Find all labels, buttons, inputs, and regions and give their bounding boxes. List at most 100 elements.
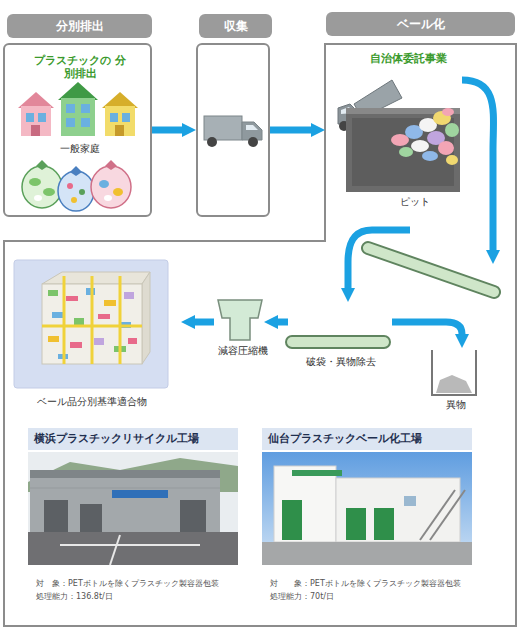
- stage-tab: ベール化: [326, 12, 515, 36]
- garbage-bag: [34, 195, 42, 201]
- stage-box: 収集: [196, 43, 270, 217]
- product-label: ベール品分別基準適合物: [11, 396, 173, 408]
- conveyor-belt: [368, 248, 494, 292]
- factory-photo: [282, 500, 302, 540]
- garbage-bag: [22, 160, 62, 208]
- garbage-bag: [91, 160, 131, 208]
- flow-arrow: [270, 127, 311, 134]
- garbage-bag: [105, 160, 117, 170]
- waste-pile: [411, 140, 429, 152]
- garbage-bag: [113, 188, 123, 196]
- factory-photo: [110, 535, 120, 565]
- factory-photo: [336, 478, 460, 542]
- garbage-bag: [70, 166, 82, 176]
- truck-icon: [207, 137, 217, 147]
- garbage-bag: [58, 171, 94, 211]
- house-icon: [58, 82, 98, 100]
- bale-photo: [52, 312, 64, 318]
- garbage-bag: [99, 180, 109, 188]
- garbage-bag: [43, 188, 55, 196]
- equipment-label: 異物: [426, 399, 486, 411]
- conveyor-belt: [368, 248, 494, 292]
- factory-photo: [404, 496, 416, 506]
- pit: [352, 118, 454, 186]
- garbage-bag: [79, 189, 85, 195]
- panel-note: 処理能力：70t/日: [270, 591, 472, 602]
- panel-note: 対 象：PETボトルを除くプラスチック製容器包装: [36, 578, 238, 589]
- factory-photo: [44, 500, 68, 532]
- factory-photo: [80, 504, 102, 532]
- factory-photo: [112, 490, 168, 498]
- factory-photo: [374, 508, 394, 540]
- stage-tab: 収集: [199, 14, 272, 38]
- factory-photo: [60, 544, 200, 546]
- bale-photo: [14, 260, 168, 388]
- conveyor-belt: [292, 335, 384, 349]
- truck-icon: [248, 137, 258, 147]
- flow-arrow: [195, 80, 494, 334]
- bale-photo: [128, 338, 137, 344]
- factory-photo: [262, 452, 472, 565]
- house-icon: [105, 106, 135, 136]
- stage-tab: 分別排出: [7, 14, 152, 38]
- house-icon: [110, 113, 118, 122]
- waste-bin: [432, 350, 476, 395]
- factory-photo: [262, 542, 472, 565]
- stage-box: 分別排出プラスチックの 分別排出一般家庭: [3, 43, 152, 217]
- bale-photo: [124, 292, 134, 299]
- waste-pile: [445, 123, 459, 137]
- waste-pile: [399, 147, 413, 157]
- equipment-label: 破袋・異物除去: [283, 356, 399, 368]
- bale-photo: [48, 336, 59, 342]
- conveyor-belt: [368, 248, 494, 292]
- factory-panel: 横浜プラスチックリサイクル工場対 象：PETボトルを除くプラスチック製容器包装処…: [28, 428, 238, 608]
- factory-photo: [28, 532, 238, 565]
- bale-photo: [42, 325, 142, 328]
- panel-note: 対 象：PETボトルを除くプラスチック製容器包装: [270, 578, 472, 589]
- factory-photo: [262, 452, 472, 565]
- bale-photo: [104, 300, 116, 306]
- factory-photo: [28, 452, 238, 565]
- pit: [346, 108, 460, 192]
- bale-photo: [119, 276, 122, 364]
- region-outline: [3, 43, 517, 627]
- compressor: [218, 300, 262, 340]
- flow-arrow: [152, 127, 182, 134]
- house-icon: [26, 113, 34, 122]
- bale-photo: [66, 296, 78, 301]
- flow-arrow: [462, 80, 494, 250]
- factory-photo: [420, 490, 455, 540]
- equipment-label: 減容圧縮機: [203, 345, 283, 357]
- truck-icon: [246, 125, 258, 130]
- bale-photo: [14, 260, 168, 388]
- flow-arrow: [392, 322, 462, 334]
- factory-photo: [30, 488, 220, 489]
- bale-photo: [98, 314, 110, 319]
- garbage-bag: [71, 197, 77, 203]
- house-icon: [102, 92, 138, 108]
- factory-panel: 仙台プラスチックベール化工場対 象：PETボトルを除くプラスチック製容器包装処理…: [262, 428, 472, 608]
- bale-photo: [74, 318, 84, 325]
- factory-photo: [30, 470, 220, 478]
- house-icon: [81, 118, 90, 127]
- garbage-bag: [58, 166, 94, 211]
- bale-photo: [142, 272, 150, 364]
- truck-icon: [204, 116, 262, 147]
- house-icon: [31, 125, 40, 136]
- region-outline: [4, 44, 516, 626]
- house-icon: [18, 92, 54, 108]
- house-icon: [102, 92, 138, 136]
- panel-heading: 横浜プラスチックリサイクル工場: [28, 428, 238, 450]
- panel-heading: 仙台プラスチックベール化工場: [262, 428, 472, 450]
- garbage-bag: [67, 183, 73, 189]
- garbage-bag: [29, 178, 41, 186]
- box-heading: 自治体委託事業: [338, 52, 478, 65]
- waste-pile: [438, 141, 454, 155]
- waste-pile: [446, 155, 458, 165]
- waste-bin: [436, 375, 472, 393]
- waste-bin: [432, 350, 476, 395]
- bale-photo: [48, 290, 58, 296]
